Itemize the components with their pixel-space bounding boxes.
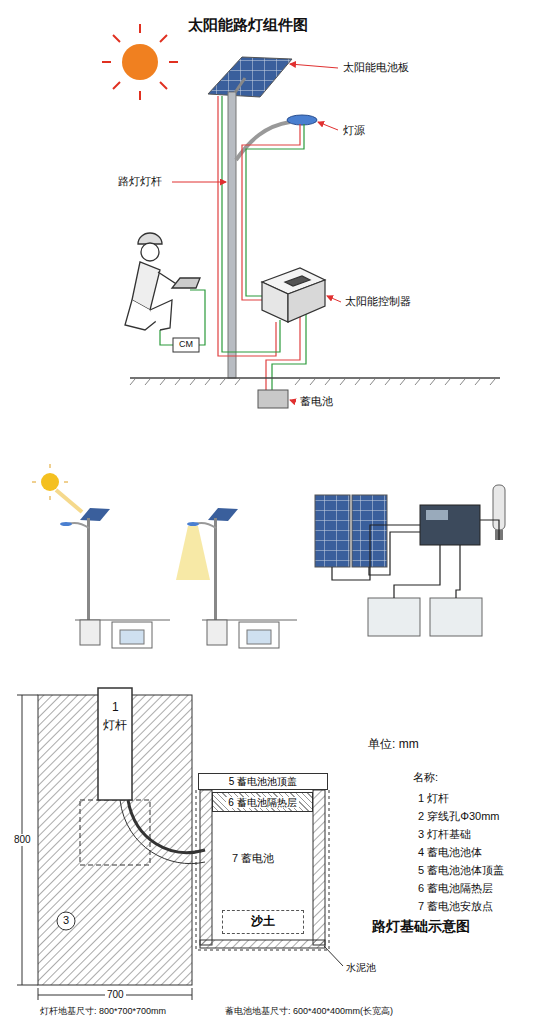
part-label: 太阳能控制器 [345, 295, 411, 308]
converter-box [173, 338, 199, 352]
size-note: 蓄电池地基尺寸: 600*400*400mm(长宽高) [225, 1006, 393, 1016]
part-label: 灯源 [343, 124, 365, 137]
figure-title: 路灯基础示意图 [372, 918, 470, 934]
name-item: 1 灯杆 [418, 792, 449, 805]
size-note: 灯杆地基尺寸: 800*700*700mm [40, 1006, 166, 1016]
box-label: CM [179, 339, 193, 349]
dimension: 700 [105, 989, 126, 1001]
part-label: 路灯灯杆 [118, 175, 162, 188]
sun [102, 24, 178, 100]
name-item: 3 灯杆基础 [418, 828, 471, 841]
callout-number: 3 [63, 914, 69, 927]
lamp-head [287, 115, 317, 125]
part-label: 灯杆 [103, 719, 127, 733]
solar-controller [262, 268, 325, 322]
part-label: 7 蓄电池 [232, 852, 274, 865]
name-item: 7 蓄电池安放点 [418, 900, 493, 913]
part-label: 水泥池 [346, 962, 376, 974]
battery-pit [196, 790, 329, 950]
technician [125, 233, 200, 330]
lamp-pole [228, 92, 236, 378]
legend-heading: 名称: [413, 771, 438, 784]
night-scene [176, 472, 297, 648]
pole-section [98, 688, 132, 800]
name-item: 6 蓄电池隔热层 [418, 882, 493, 895]
battery [258, 390, 288, 408]
diagram-title: 太阳能路灯组件图 [188, 16, 308, 33]
name-item: 5 蓄电池池体顶盖 [418, 864, 504, 877]
part-label: 蓄电池 [300, 395, 333, 408]
wiring-schematic [315, 485, 505, 636]
node-text: 6 蓄电池隔热层 [226, 797, 298, 808]
name-item: 2 穿线孔Φ30mm [418, 810, 500, 823]
pit-cover-band: 5 蓄电池池顶盖 [198, 773, 328, 790]
dimension: 800 [12, 834, 33, 846]
insulation-band: 6 蓄电池隔热层 [212, 792, 313, 812]
unit-note: 单位: mm [368, 738, 419, 752]
part-label: 太阳能电池板 [343, 61, 409, 74]
solar-panel [208, 57, 292, 97]
node-text: 沙土 [251, 915, 275, 928]
day-scene [32, 464, 170, 648]
callout-number: 1 [112, 701, 119, 715]
sand-box: 沙土 [222, 910, 304, 934]
name-item: 4 蓄电池池体 [418, 846, 482, 859]
node-text: 5 蓄电池池顶盖 [229, 776, 297, 787]
